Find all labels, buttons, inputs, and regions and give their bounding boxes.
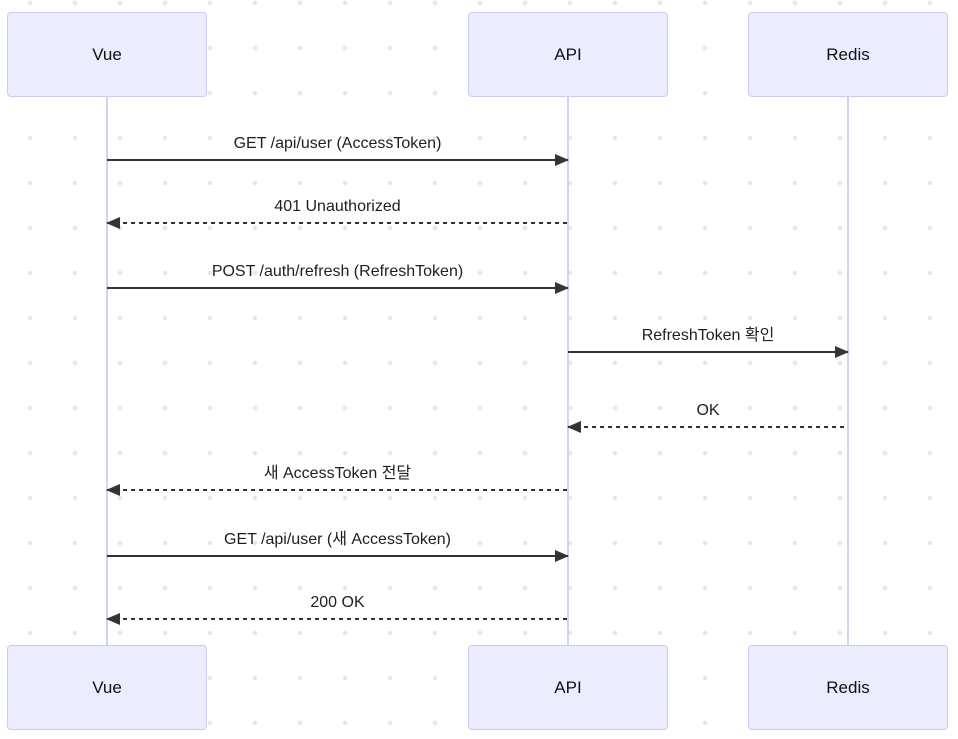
actor-box-vue-top: Vue — [7, 12, 207, 97]
message-label: 새 AccessToken 전달 — [263, 465, 412, 482]
arrowhead-right-icon — [555, 550, 569, 562]
actor-box-api-bottom: API — [468, 645, 668, 730]
arrowhead-left-icon — [106, 613, 120, 625]
message-line — [568, 351, 848, 353]
actor-box-vue-bottom: Vue — [7, 645, 207, 730]
message-label: 200 OK — [310, 594, 365, 611]
arrowhead-left-icon — [106, 217, 120, 229]
actor-box-api-top: API — [468, 12, 668, 97]
message-line — [107, 489, 568, 491]
actor-label-redis: Redis — [826, 44, 870, 64]
message-label: GET /api/user (AccessToken) — [233, 135, 442, 152]
message-label: RefreshToken 확인 — [641, 327, 775, 344]
actor-label-api: API — [554, 677, 582, 697]
arrowhead-left-icon — [106, 484, 120, 496]
arrowhead-right-icon — [555, 282, 569, 294]
arrowhead-right-icon — [555, 154, 569, 166]
lifeline-redis — [847, 97, 849, 645]
message-line — [568, 426, 848, 428]
actor-box-redis-bottom: Redis — [748, 645, 948, 730]
message-label: 401 Unauthorized — [274, 198, 401, 215]
actor-label-vue: Vue — [92, 677, 122, 697]
message-line — [107, 159, 568, 161]
actor-label-redis: Redis — [826, 677, 870, 697]
message-label: POST /auth/refresh (RefreshToken) — [211, 263, 464, 280]
message-label: OK — [696, 402, 720, 419]
actor-label-vue: Vue — [92, 44, 122, 64]
lifeline-vue — [106, 97, 108, 645]
message-line — [107, 222, 568, 224]
message-line — [107, 287, 568, 289]
message-label: GET /api/user (새 AccessToken) — [224, 531, 451, 548]
arrowhead-left-icon — [567, 421, 581, 433]
actor-label-api: API — [554, 44, 582, 64]
message-line — [107, 618, 568, 620]
message-line — [107, 555, 568, 557]
arrowhead-right-icon — [835, 346, 849, 358]
actor-box-redis-top: Redis — [748, 12, 948, 97]
lifeline-api — [567, 97, 569, 645]
